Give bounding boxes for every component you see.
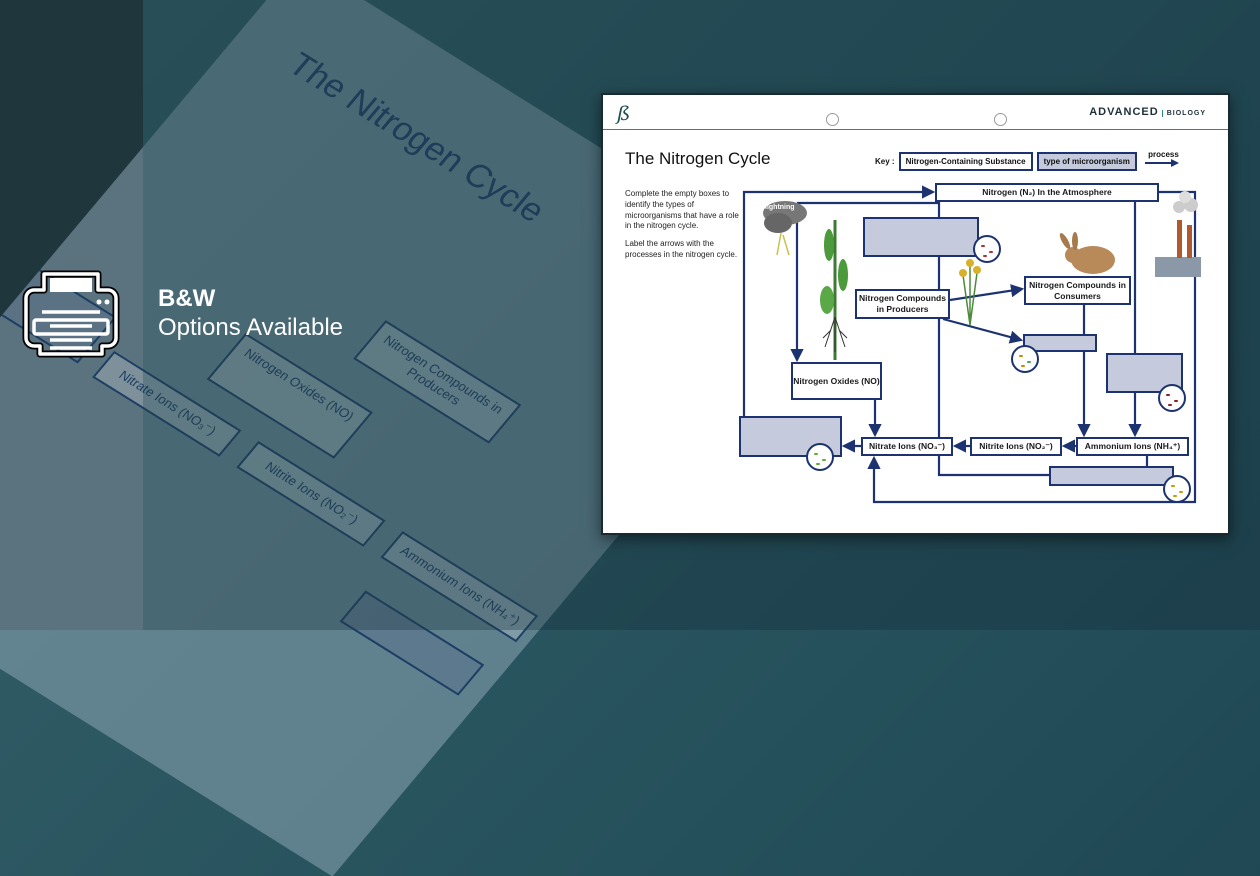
pea-plant-illustration <box>820 220 848 360</box>
factory-illustration <box>1155 191 1201 277</box>
node-nitrate: Nitrate Ions (NO₃⁻) <box>861 437 953 456</box>
worksheet-title: The Nitrogen Cycle <box>625 149 771 168</box>
legend-label: Key : <box>875 157 895 166</box>
dandelion-illustration <box>959 259 981 326</box>
node-nitrogen-oxides: Nitrogen Oxides (NO) <box>791 362 882 400</box>
arrow-right-icon <box>1144 159 1179 167</box>
printer-icon <box>22 270 120 358</box>
legend: Key : Nitrogen-Containing Substance type… <box>875 150 1179 171</box>
node-consumers: Nitrogen Compounds in Consumers <box>1024 276 1131 305</box>
microbe-icon <box>806 443 834 471</box>
legend-microorganism: type of microorganism <box>1036 152 1137 171</box>
node-nitrite: Nitrite Ions (NO₂⁻) <box>970 437 1062 456</box>
microbe-icon <box>1163 475 1191 503</box>
cycle-arrows: lightning <box>742 185 1201 504</box>
legend-substance: Nitrogen-Containing Substance <box>898 152 1033 171</box>
microbe-icon <box>973 235 1001 263</box>
promo-subheading: Options Available <box>158 314 344 341</box>
node-atmosphere: Nitrogen (N₂) In the Atmosphere <box>935 183 1159 202</box>
microorganism-blank-box[interactable] <box>1049 466 1174 486</box>
microorganism-blank-box[interactable] <box>1023 334 1097 352</box>
promo-heading: B&W <box>158 285 216 312</box>
node-producers: Nitrogen Compounds in Producers <box>855 289 950 319</box>
punch-hole <box>826 113 839 126</box>
legend-process: process <box>1144 150 1179 167</box>
punch-hole <box>994 113 1007 126</box>
rabbit-illustration <box>1059 232 1115 274</box>
microorganism-blank-box[interactable] <box>863 217 979 257</box>
node-ammonium: Ammonium Ions (NH₄⁺) <box>1076 437 1189 456</box>
lightning-label: lightning <box>765 204 795 211</box>
microbe-icon <box>1011 345 1039 373</box>
instructions: Complete the empty boxes to identify the… <box>625 189 739 259</box>
logo-icon: ß <box>617 101 631 125</box>
microbe-icon <box>1158 384 1186 412</box>
lightning-cloud-illustration <box>763 201 807 256</box>
header-divider <box>603 129 1228 130</box>
